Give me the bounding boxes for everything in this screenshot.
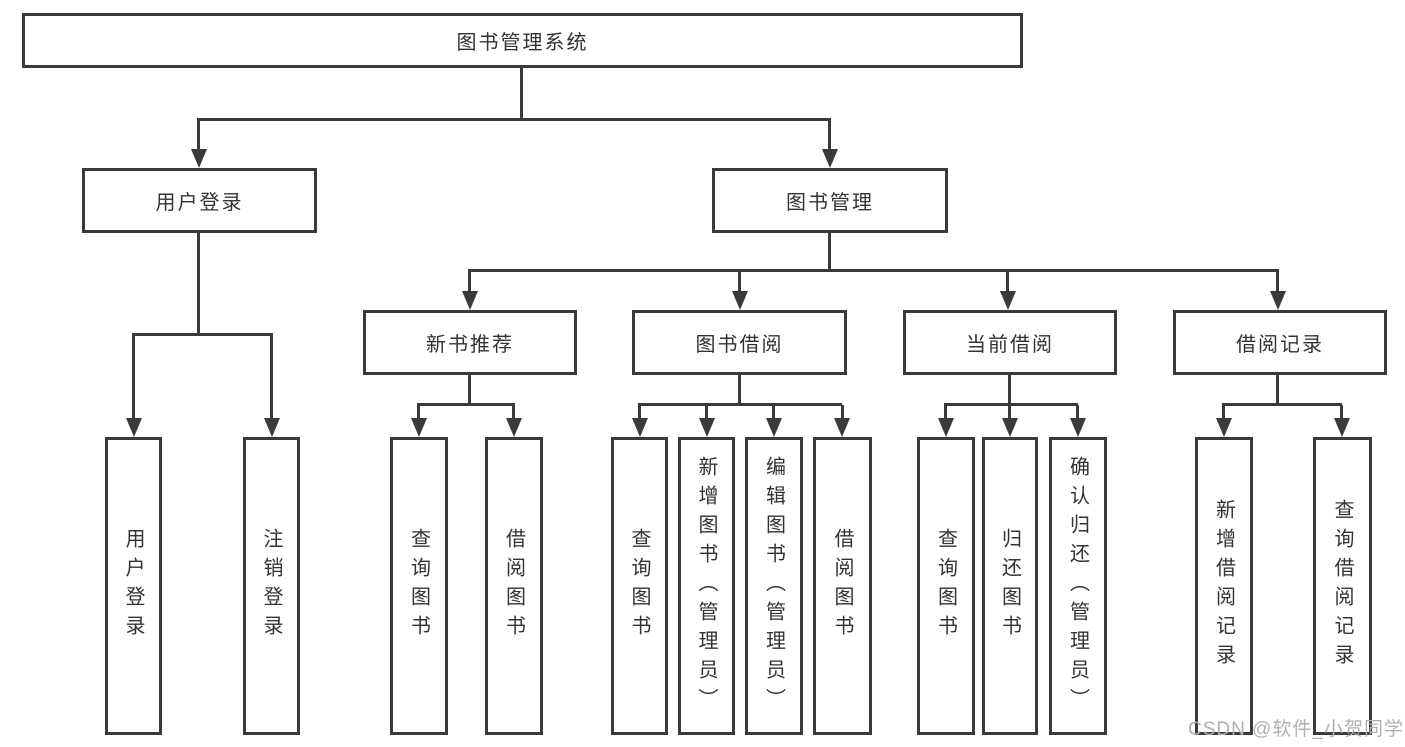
leaf-query-books-recommend: 查询图书: [390, 437, 448, 735]
node-book-management: 图书管理: [712, 168, 948, 233]
connector-line: [1008, 405, 1011, 419]
leaf-query-borrow-record: 查询借阅记录: [1313, 437, 1372, 735]
connector-line: [417, 403, 515, 406]
node-borrow-records-label: 借阅记录: [1236, 334, 1324, 356]
node-root-label: 图书管理系统: [456, 32, 589, 54]
connector-line: [417, 405, 420, 419]
arrowhead-icon: [1070, 418, 1086, 437]
leaf-add-borrow-record-label: 新增借阅记录: [1212, 499, 1235, 673]
node-user-login: 用户登录: [82, 168, 317, 233]
connector-line: [638, 403, 842, 406]
arrowhead-icon: [1002, 418, 1018, 437]
leaf-query-books-current-label: 查询图书: [934, 528, 957, 644]
connector-line: [197, 120, 200, 150]
connector-line: [1276, 373, 1279, 405]
node-user-login-label: 用户登录: [155, 192, 244, 214]
arrowhead-icon: [462, 291, 478, 310]
leaf-borrow-books-label: 借阅图书: [831, 528, 853, 644]
connector-line: [132, 333, 273, 336]
leaf-query-books-borrow-label: 查询图书: [628, 528, 650, 644]
leaf-add-books-admin-label: 新增图书（管理员）: [695, 455, 717, 717]
connector-line: [738, 373, 741, 405]
leaf-confirm-return-admin-label: 确认归还（管理员）: [1066, 455, 1089, 717]
leaf-logout-label: 注销登录: [260, 528, 282, 644]
node-book-management-label: 图书管理: [786, 192, 874, 214]
leaf-borrow-books-recommend-label: 借阅图书: [502, 528, 525, 644]
node-book-borrow-label: 图书借阅: [695, 334, 784, 356]
connector-line: [1008, 373, 1011, 405]
leaf-user-login: 用户登录: [105, 437, 162, 735]
arrowhead-icon: [411, 418, 427, 437]
connector-line: [738, 271, 741, 292]
arrowhead-icon: [1000, 291, 1016, 310]
leaf-logout: 注销登录: [243, 437, 300, 735]
arrowhead-icon: [732, 291, 748, 310]
leaf-confirm-return-admin: 确认归还（管理员）: [1049, 437, 1107, 735]
connector-line: [1222, 403, 1342, 406]
arrowhead-icon: [1270, 291, 1286, 310]
leaf-add-borrow-record: 新增借阅记录: [1195, 437, 1253, 735]
connector-line: [841, 405, 844, 419]
arrowhead-icon: [506, 418, 522, 437]
arrowhead-icon: [191, 149, 207, 168]
watermark-text: CSDN @软件_小贺同学: [1188, 719, 1404, 740]
leaf-borrow-books-recommend: 借阅图书: [485, 437, 543, 735]
node-book-borrow: 图书借阅: [632, 310, 847, 375]
connector-line: [132, 335, 135, 419]
arrowhead-icon: [822, 149, 838, 168]
connector-line: [944, 403, 1078, 406]
connector-line: [944, 405, 947, 419]
connector-line: [468, 373, 471, 405]
connector-line: [1276, 271, 1279, 292]
connector-line: [197, 118, 831, 121]
connector-line: [520, 68, 523, 119]
leaf-query-books-current: 查询图书: [917, 437, 975, 735]
connector-line: [1222, 405, 1225, 419]
leaf-query-borrow-record-label: 查询借阅记录: [1331, 499, 1353, 673]
arrowhead-icon: [938, 418, 954, 437]
leaf-edit-books-admin-label: 编辑图书（管理员）: [762, 455, 785, 717]
connector-line: [270, 335, 273, 419]
arrowhead-icon: [834, 418, 850, 437]
arrowhead-icon: [126, 418, 142, 437]
arrowhead-icon: [632, 418, 648, 437]
node-current-borrow: 当前借阅: [903, 310, 1117, 375]
connector-line: [828, 231, 831, 271]
leaf-edit-books-admin: 编辑图书（管理员）: [745, 437, 803, 735]
arrowhead-icon: [264, 418, 280, 437]
connector-line: [468, 271, 471, 292]
arrowhead-icon: [1334, 418, 1350, 437]
arrowhead-icon: [766, 418, 782, 437]
connector-line: [468, 269, 1279, 272]
connector-line: [705, 405, 708, 419]
connector-line: [197, 231, 200, 335]
connector-line: [1076, 405, 1079, 419]
node-current-borrow-label: 当前借阅: [966, 334, 1054, 356]
node-new-book-recommend: 新书推荐: [363, 310, 577, 375]
leaf-borrow-books: 借阅图书: [813, 437, 872, 735]
connector-line: [1340, 405, 1343, 419]
leaf-user-login-label: 用户登录: [122, 528, 144, 644]
connector-line: [828, 120, 831, 150]
leaf-return-books: 归还图书: [982, 437, 1038, 735]
leaf-query-books-borrow: 查询图书: [611, 437, 668, 735]
node-borrow-records: 借阅记录: [1173, 310, 1387, 375]
connector-line: [1006, 271, 1009, 292]
leaf-add-books-admin: 新增图书（管理员）: [678, 437, 735, 735]
connector-line: [638, 405, 641, 419]
arrowhead-icon: [699, 418, 715, 437]
leaf-query-books-recommend-label: 查询图书: [407, 528, 430, 644]
connector-line: [512, 405, 515, 419]
node-root: 图书管理系统: [22, 13, 1023, 68]
arrowhead-icon: [1216, 418, 1232, 437]
node-new-book-recommend-label: 新书推荐: [426, 334, 514, 356]
connector-line: [772, 405, 775, 419]
leaf-return-books-label: 归还图书: [998, 528, 1021, 644]
